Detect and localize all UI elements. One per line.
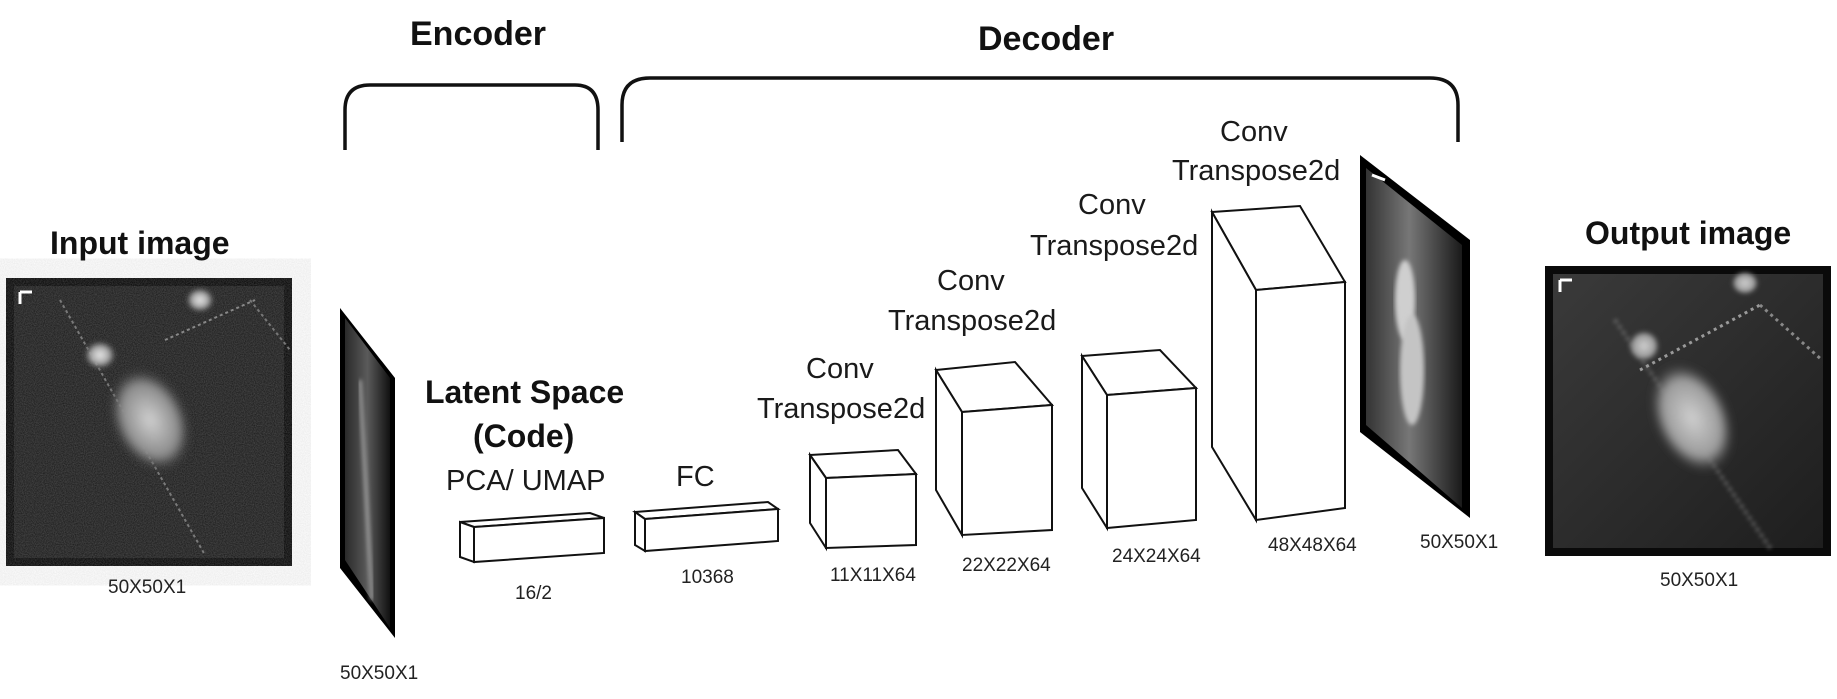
decoder-label: Decoder — [978, 20, 1115, 58]
input-image-title: Input image — [50, 225, 230, 261]
decoder-bracket — [620, 76, 1460, 142]
conv3-line2: Transpose2d — [1030, 230, 1199, 262]
conv4-line1: Conv — [1220, 116, 1288, 148]
encoder-bracket — [343, 83, 600, 150]
encoder-slab-dim: 50X50X1 — [340, 663, 419, 684]
encoder-slab — [340, 308, 395, 638]
latent-title-line1: Latent Space — [425, 374, 625, 410]
latent-dim: 16/2 — [515, 583, 552, 604]
conv3-dim: 24X24X64 — [1112, 546, 1201, 567]
conv1-line2: Transpose2d — [757, 393, 926, 425]
conv-box-3 — [1080, 348, 1199, 532]
fc-dim: 10368 — [681, 567, 734, 588]
latent-box — [459, 511, 605, 564]
latent-title-line2: (Code) — [473, 418, 575, 454]
input-image-dim: 50X50X1 — [108, 577, 187, 598]
decoder-slab-dim: 50X50X1 — [1420, 532, 1499, 553]
conv2-dim: 22X22X64 — [962, 555, 1051, 576]
output-image — [1545, 266, 1831, 556]
conv2-line2: Transpose2d — [888, 305, 1057, 337]
fc-box — [632, 500, 781, 553]
conv2-line1: Conv — [937, 265, 1005, 297]
conv4-dim: 48X48X64 — [1268, 535, 1357, 556]
output-image-dim: 50X50X1 — [1660, 570, 1739, 591]
conv-box-2 — [934, 360, 1055, 539]
latent-method: PCA/ UMAP — [446, 465, 606, 497]
conv-box-4 — [1210, 204, 1347, 524]
output-image-title: Output image — [1585, 215, 1792, 251]
conv4-line2: Transpose2d — [1172, 155, 1341, 187]
conv-box-1 — [808, 448, 918, 552]
conv1-line1: Conv — [806, 353, 874, 385]
conv1-dim: 11X11X64 — [830, 565, 916, 586]
conv3-line1: Conv — [1078, 189, 1146, 221]
fc-label: FC — [676, 461, 715, 493]
input-image — [6, 278, 292, 566]
encoder-label: Encoder — [410, 15, 547, 53]
decoder-slab — [1360, 155, 1470, 518]
